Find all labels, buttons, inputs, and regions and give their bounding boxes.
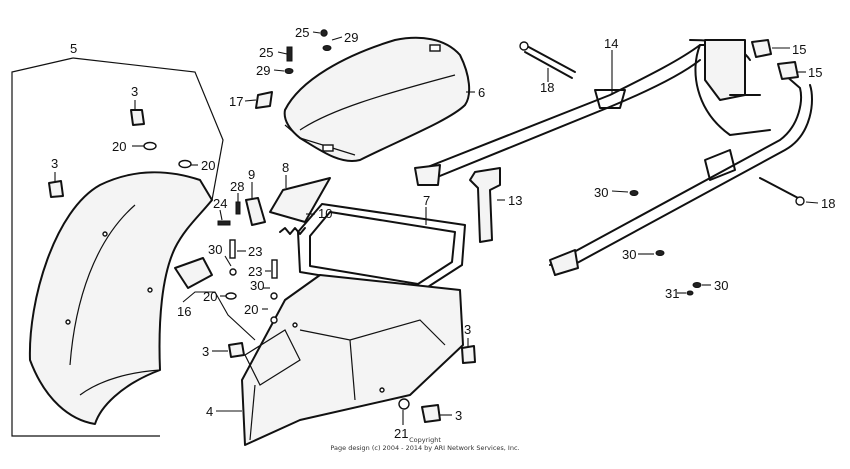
callout-20-top-right: 20 <box>201 158 215 173</box>
nut-30-a[interactable] <box>629 190 639 196</box>
callout-5: 5 <box>70 41 77 56</box>
grommet-15-upper[interactable] <box>751 39 772 58</box>
bolt-25-lower[interactable] <box>284 46 294 74</box>
bolt-23-upper[interactable] <box>229 239 237 276</box>
copyright-line-1: Copyright <box>409 436 441 444</box>
copyright-line-2: Page design (c) 2004 - 2014 by ARI Netwo… <box>330 444 519 452</box>
clip-3-top[interactable] <box>130 109 145 126</box>
bolt-23-lower[interactable] <box>270 259 278 324</box>
callout-7: 7 <box>423 193 430 208</box>
callout-13: 13 <box>508 193 522 208</box>
bolt-18-lower[interactable] <box>759 177 805 206</box>
battery-box[interactable] <box>241 274 464 446</box>
nut-30-b[interactable] <box>655 250 665 256</box>
callout-3-left: 3 <box>51 156 58 171</box>
callout-23-upper: 23 <box>248 244 262 259</box>
tool-tray-frame[interactable] <box>297 203 466 293</box>
callout-29-top: 29 <box>344 30 358 45</box>
callout-30-left-a: 30 <box>208 242 222 257</box>
nut-30-c[interactable] <box>692 282 702 288</box>
callout-20-top-left: 20 <box>112 139 126 154</box>
mount-bracket[interactable] <box>269 177 331 223</box>
seat-cowl[interactable] <box>283 36 471 162</box>
callout-8: 8 <box>282 160 289 175</box>
callout-9: 9 <box>248 167 255 182</box>
callout-20-mid: 20 <box>244 302 258 317</box>
clip-3-left[interactable] <box>48 180 64 198</box>
clip-3-bottom[interactable] <box>421 404 441 423</box>
callout-18-upper: 18 <box>540 80 554 95</box>
callout-15-lower: 15 <box>808 65 822 80</box>
washer-20-left[interactable] <box>225 292 237 300</box>
rear-fender[interactable] <box>28 171 213 425</box>
clip-3-mid[interactable] <box>228 342 245 358</box>
callout-6: 6 <box>478 85 485 100</box>
clip-3-right[interactable] <box>461 345 476 364</box>
callout-25-top: 25 <box>295 25 309 40</box>
callout-16: 16 <box>177 304 191 319</box>
screw-31[interactable] <box>686 290 694 296</box>
fender-group-outline <box>11 57 224 437</box>
callout-labels: 5 3 20 20 3 25 29 25 29 17 6 14 15 15 18… <box>51 25 835 441</box>
callout-30-frame-a: 30 <box>594 185 608 200</box>
leader-lines <box>54 31 819 425</box>
grommet-21[interactable] <box>398 398 410 410</box>
callout-28: 28 <box>230 179 244 194</box>
screw-24[interactable] <box>217 220 231 226</box>
callout-25-lower: 25 <box>259 45 273 60</box>
bolt-25-top[interactable] <box>320 29 332 51</box>
caution-label[interactable] <box>255 91 273 109</box>
callout-3-right: 3 <box>464 322 471 337</box>
grommet-15-lower[interactable] <box>777 61 799 80</box>
callout-29-lower: 29 <box>256 63 270 78</box>
spring[interactable] <box>279 227 306 235</box>
callout-17: 17 <box>229 94 243 109</box>
callout-30-left-b: 30 <box>250 278 264 293</box>
screw-28[interactable] <box>235 201 241 215</box>
washer-20-top-b[interactable] <box>178 159 192 169</box>
callout-23-lower: 23 <box>248 264 262 279</box>
callout-18-lower: 18 <box>821 196 835 211</box>
fender-pad[interactable] <box>174 257 213 289</box>
washer-20-top-a[interactable] <box>143 141 157 151</box>
callout-21: 21 <box>394 426 408 441</box>
strap-band[interactable] <box>469 167 501 243</box>
callout-14: 14 <box>604 36 618 51</box>
callout-10: 10 <box>318 206 332 221</box>
callout-20-left: 20 <box>203 289 217 304</box>
callout-30-frame-c: 30 <box>714 278 728 293</box>
callout-4: 4 <box>206 404 213 419</box>
stay-plate[interactable] <box>245 197 266 226</box>
callout-30-frame-b: 30 <box>622 247 636 262</box>
copyright-notice: Copyright Page design (c) 2004 - 2014 by… <box>330 436 519 452</box>
callout-15-upper: 15 <box>792 42 806 57</box>
callout-3-bottom: 3 <box>455 408 462 423</box>
rear-frame[interactable] <box>414 39 813 276</box>
callout-31: 31 <box>665 286 679 301</box>
callout-24: 24 <box>213 196 227 211</box>
callout-3-top: 3 <box>131 84 138 99</box>
callout-3-mid: 3 <box>202 344 209 359</box>
bolt-18-upper[interactable] <box>519 41 576 79</box>
